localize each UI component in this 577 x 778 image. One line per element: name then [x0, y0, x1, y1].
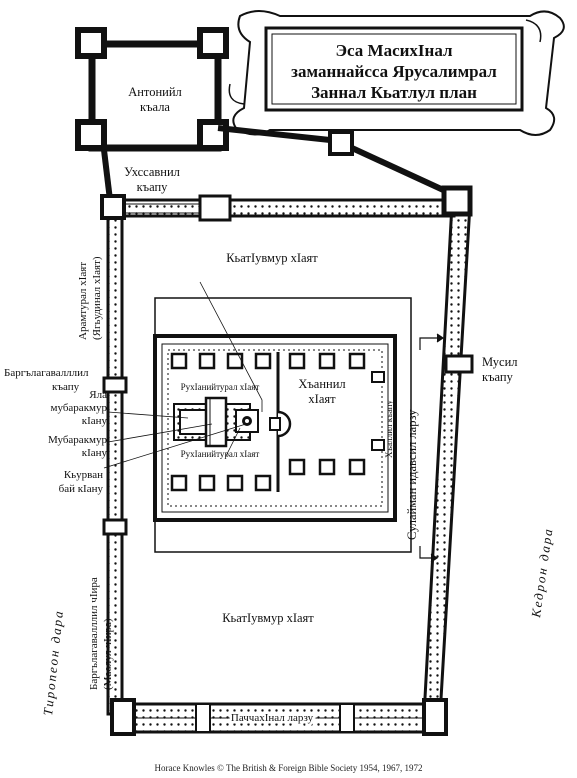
outer-enclosure — [100, 185, 474, 736]
credit-line: Horace Knowles © The British & Foreign B… — [154, 763, 423, 773]
bargh-gate-label-1: Баргълагавалллил — [4, 367, 89, 379]
title-line-3: Заннал Кьатлул план — [311, 83, 477, 102]
antonia-label-2: къала — [140, 100, 170, 114]
priests-court-bottom-label: РухIанийтурал хIаят — [181, 449, 260, 459]
women-court-label-2: хIаят — [308, 392, 336, 406]
solomon-porch-label: Сулайман идавсил ларзу — [405, 409, 419, 540]
moses-gate-label-2: къапу — [482, 370, 514, 384]
altar-label-2: бай кIану — [59, 483, 104, 495]
hall-label: Хъаллил къапу — [384, 400, 394, 458]
title-line-1: Эса МасихIнал — [335, 41, 452, 60]
inner-temple — [153, 334, 397, 522]
west-gate-label-1: Баргълагавалллил чIира — [88, 577, 100, 690]
bridge-gate-label-2: къапу — [137, 180, 169, 194]
bargh-gate-label-2: къапу — [52, 381, 80, 393]
priests-court-top-label: РухIанийтурал хIаят — [181, 382, 260, 392]
west-gate-label-2: (Маолул чIира) — [102, 618, 114, 690]
antonia-fortress — [75, 27, 229, 152]
connecting-walls — [101, 125, 454, 201]
tyropoeon-valley-label: Тиропеон дара — [40, 609, 66, 717]
altar-label-1: Кьурван — [64, 469, 103, 481]
kidron-valley-label: Кедрон дара — [528, 526, 556, 619]
moses-gate-label-1: Мусил — [482, 355, 518, 369]
antonia-label-1: Антонийл — [128, 85, 182, 99]
holy-of-holies-label-2: мубаракмур — [51, 402, 108, 414]
title-scroll — [228, 10, 565, 136]
royal-porch-label: ПаччахIнал ларзу — [231, 712, 314, 724]
aramtural-label-2: (Ягьудинал хIаят) — [91, 256, 103, 340]
holy-of-holies-label-3: кIану — [82, 415, 108, 427]
bridge-gate-label-1: Ухссавнил — [124, 165, 180, 179]
holy-of-holies-label-1: Яла — [89, 389, 107, 401]
leader-lines — [103, 281, 263, 469]
women-court-label-1: Хъаннил — [298, 377, 345, 391]
holy-place-label-2: кIану — [82, 447, 108, 459]
holy-place-label-1: Мубаракмур — [48, 434, 108, 446]
aramtural-label-1: Арамтурал хIаят — [77, 262, 89, 340]
porch-arrows — [419, 333, 445, 563]
outer-court-top-label: КьатIувмур хIаят — [226, 251, 318, 265]
title-line-2: заманнайсса Ярусалимрал — [291, 62, 497, 81]
outer-court-bottom-label: КьатIувмур хIаят — [222, 611, 314, 625]
